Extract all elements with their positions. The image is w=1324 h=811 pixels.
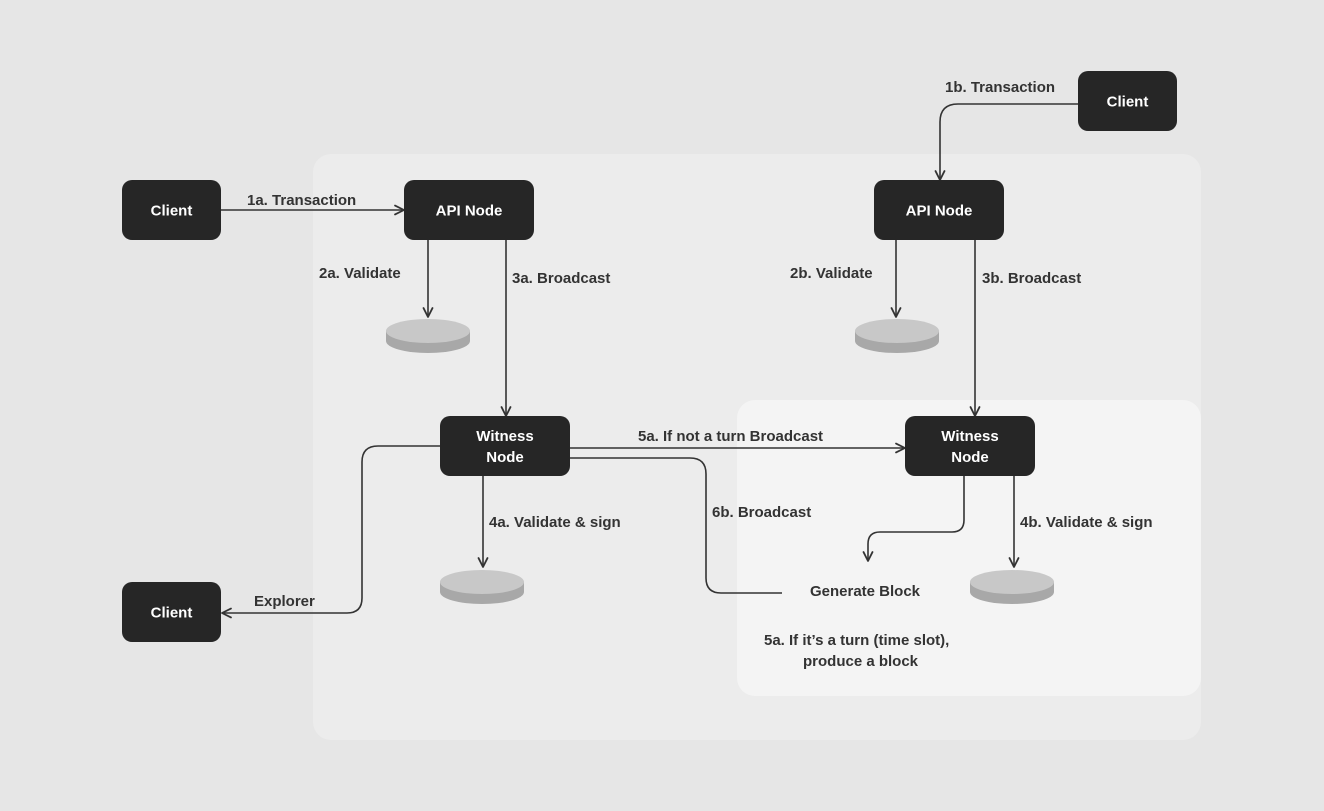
edge-generate-block bbox=[862, 476, 965, 562]
edge-label-5a-not-turn: 5a. If not a turn Broadcast bbox=[638, 428, 823, 445]
database-icon bbox=[970, 570, 1054, 604]
generate-block-node: Generate Block bbox=[782, 563, 921, 619]
database-icon bbox=[855, 319, 939, 353]
generate-block-label: Generate Block bbox=[810, 583, 921, 600]
edge-6b-broadcast bbox=[570, 457, 782, 594]
client-top-right-label: Client bbox=[1107, 94, 1149, 111]
client-left-label: Client bbox=[151, 203, 193, 220]
witness-node-right-label-line2: Node bbox=[951, 449, 989, 466]
edge-1b-transaction bbox=[934, 103, 1078, 181]
database-icon bbox=[386, 319, 470, 353]
block-producer-panel bbox=[737, 400, 1201, 696]
client-bottom-left-node: Client bbox=[122, 582, 221, 642]
edge-explorer bbox=[221, 445, 440, 619]
api-node-left-label: API Node bbox=[436, 203, 503, 220]
client-left-node: Client bbox=[122, 180, 221, 240]
witness-node-right: Witness Node bbox=[905, 416, 1035, 476]
witness-node-left: Witness Node bbox=[440, 416, 570, 476]
edge-label-5a-turn-line2: produce a block bbox=[803, 653, 919, 670]
edge-label-3a-broadcast: 3a. Broadcast bbox=[512, 270, 610, 287]
client-top-right-node: Client bbox=[1078, 71, 1177, 131]
edge-label-4b-validate-sign: 4b. Validate & sign bbox=[1020, 514, 1153, 531]
api-node-left: API Node bbox=[404, 180, 534, 240]
edge-label-2a-validate: 2a. Validate bbox=[319, 265, 401, 282]
edge-label-3b-broadcast: 3b. Broadcast bbox=[982, 270, 1081, 287]
witness-node-left-label-line2: Node bbox=[486, 449, 524, 466]
api-node-right: API Node bbox=[874, 180, 1004, 240]
witness-node-left-label-line1: Witness bbox=[476, 428, 533, 445]
edge-label-1a-transaction: 1a. Transaction bbox=[247, 192, 356, 209]
edge-label-5a-turn-line1: 5a. If it’s a turn (time slot), bbox=[764, 632, 949, 649]
edge-label-explorer: Explorer bbox=[254, 593, 315, 610]
api-node-right-label: API Node bbox=[906, 203, 973, 220]
edge-label-4a-validate-sign: 4a. Validate & sign bbox=[489, 514, 621, 531]
edge-label-1b-transaction: 1b. Transaction bbox=[945, 79, 1055, 96]
client-bottom-left-label: Client bbox=[151, 605, 193, 622]
edge-label-6b-broadcast: 6b. Broadcast bbox=[712, 504, 811, 521]
database-icon bbox=[440, 570, 524, 604]
edge-label-2b-validate: 2b. Validate bbox=[790, 265, 873, 282]
witness-node-right-label-line1: Witness bbox=[941, 428, 998, 445]
